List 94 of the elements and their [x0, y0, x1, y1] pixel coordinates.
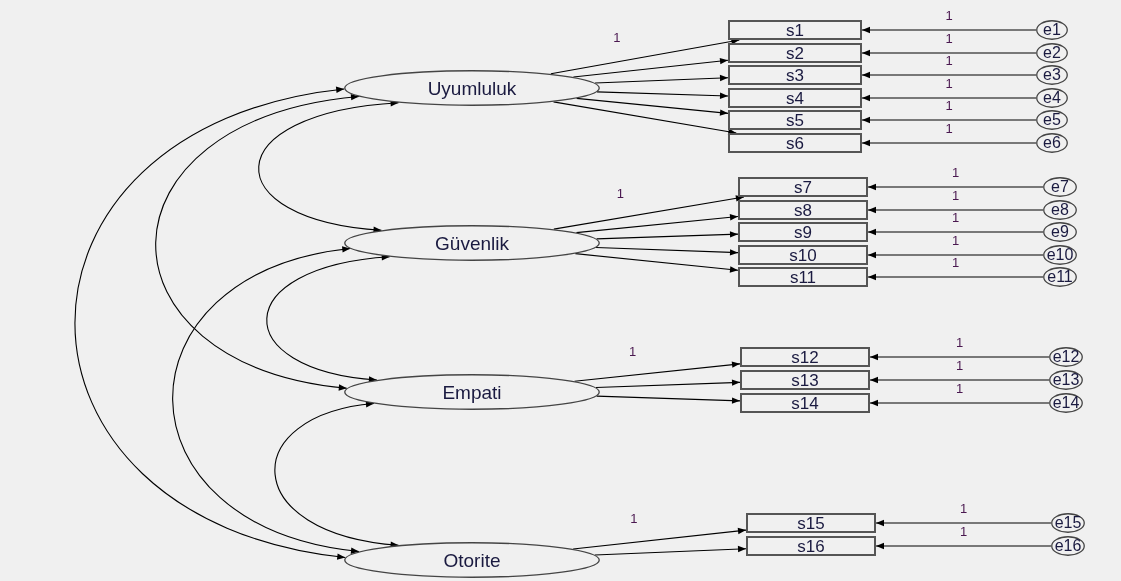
observed-variable-box: s16	[746, 536, 876, 556]
arrow	[550, 38, 740, 75]
arrow	[875, 542, 1052, 550]
edge-label: 1	[952, 210, 960, 224]
arrow	[875, 519, 1052, 527]
arrow	[869, 376, 1050, 384]
latent-variable-ellipse: Uyumluluk	[344, 70, 600, 106]
arrow	[595, 246, 739, 256]
edge-label: 1	[945, 53, 953, 67]
arrow	[596, 395, 741, 404]
arrow	[867, 228, 1044, 236]
observed-variable-box: s4	[728, 88, 862, 108]
error-term-circle: e3	[1036, 65, 1068, 85]
arrow	[572, 527, 747, 550]
observed-variable-box: s8	[738, 200, 868, 220]
arrow	[576, 97, 729, 116]
observed-variable-box: s3	[728, 65, 862, 85]
error-term-circle: e1	[1036, 20, 1068, 40]
edge-label: 1	[952, 233, 960, 247]
edge-label: 1	[960, 524, 968, 538]
covariance-arrow	[74, 87, 346, 560]
arrow	[575, 214, 739, 234]
observed-variable-box: s2	[728, 43, 862, 63]
arrow	[861, 116, 1037, 124]
edge-label: 1	[952, 188, 960, 202]
edge-label: 1	[945, 31, 953, 45]
observed-variable-box: s15	[746, 513, 876, 533]
observed-variable-box: s13	[740, 370, 870, 390]
arrow	[596, 91, 729, 99]
latent-variable-ellipse: Empati	[344, 374, 600, 410]
arrow	[594, 545, 747, 556]
edge-label: 1	[956, 335, 964, 349]
observed-variable-box: s1	[728, 20, 862, 40]
error-term-circle: e14	[1049, 393, 1083, 413]
edge-label: 1	[945, 76, 953, 90]
covariance-arrow	[258, 100, 400, 233]
observed-variable-box: s14	[740, 393, 870, 413]
error-term-circle: e7	[1043, 177, 1077, 197]
edge-label: 1	[952, 165, 960, 179]
error-term-circle: e8	[1043, 200, 1077, 220]
edge-label: 1	[956, 381, 964, 395]
error-term-circle: e5	[1036, 110, 1068, 130]
arrow	[867, 273, 1044, 281]
error-term-circle: e9	[1043, 222, 1077, 242]
edge-label: 1	[956, 358, 964, 372]
covariance-arrow	[266, 254, 391, 383]
observed-variable-box: s10	[738, 245, 868, 265]
arrow	[861, 94, 1037, 102]
edge-label: 1	[945, 121, 953, 135]
arrow	[552, 101, 737, 135]
edge-label: 1	[628, 344, 637, 358]
error-term-circle: e11	[1043, 267, 1077, 287]
arrow	[861, 71, 1037, 79]
error-term-circle: e15	[1051, 513, 1085, 533]
arrow	[574, 253, 739, 273]
covariance-arrow	[274, 401, 400, 548]
observed-variable-box: s12	[740, 347, 870, 367]
error-term-circle: e16	[1051, 536, 1085, 556]
edge-label: 1	[630, 511, 638, 525]
edge-label: 1	[613, 31, 621, 45]
observed-variable-box: s7	[738, 177, 868, 197]
observed-variable-box: s11	[738, 267, 868, 287]
edge-label: 1	[616, 187, 625, 201]
covariance-arrow	[172, 246, 360, 554]
arrow	[572, 57, 729, 78]
error-term-circle: e2	[1036, 43, 1068, 63]
arrow	[861, 49, 1037, 57]
error-term-circle: e4	[1036, 88, 1068, 108]
edge-label: 1	[960, 501, 968, 515]
covariance-arrow	[155, 94, 360, 391]
arrow	[553, 195, 745, 230]
arrow	[869, 353, 1050, 361]
error-term-circle: e13	[1049, 370, 1083, 390]
latent-variable-ellipse: Güvenlik	[344, 225, 600, 261]
arrow	[595, 379, 741, 389]
latent-variable-ellipse: Otorite	[344, 542, 600, 578]
error-term-circle: e6	[1036, 133, 1068, 153]
error-term-circle: e12	[1049, 347, 1083, 367]
arrow	[867, 183, 1044, 191]
arrow	[596, 231, 739, 240]
edge-label: 1	[945, 98, 953, 112]
arrow	[867, 206, 1044, 214]
observed-variable-box: s9	[738, 222, 868, 242]
observed-variable-box: s6	[728, 133, 862, 153]
arrow	[594, 74, 729, 84]
observed-variable-box: s5	[728, 110, 862, 130]
arrow	[867, 251, 1044, 259]
edge-label: 1	[945, 8, 953, 22]
arrow	[869, 399, 1050, 407]
arrow	[861, 139, 1037, 147]
error-term-circle: e10	[1043, 245, 1077, 265]
arrow	[574, 361, 741, 382]
arrow	[861, 26, 1037, 34]
edge-label: 1	[952, 255, 960, 269]
